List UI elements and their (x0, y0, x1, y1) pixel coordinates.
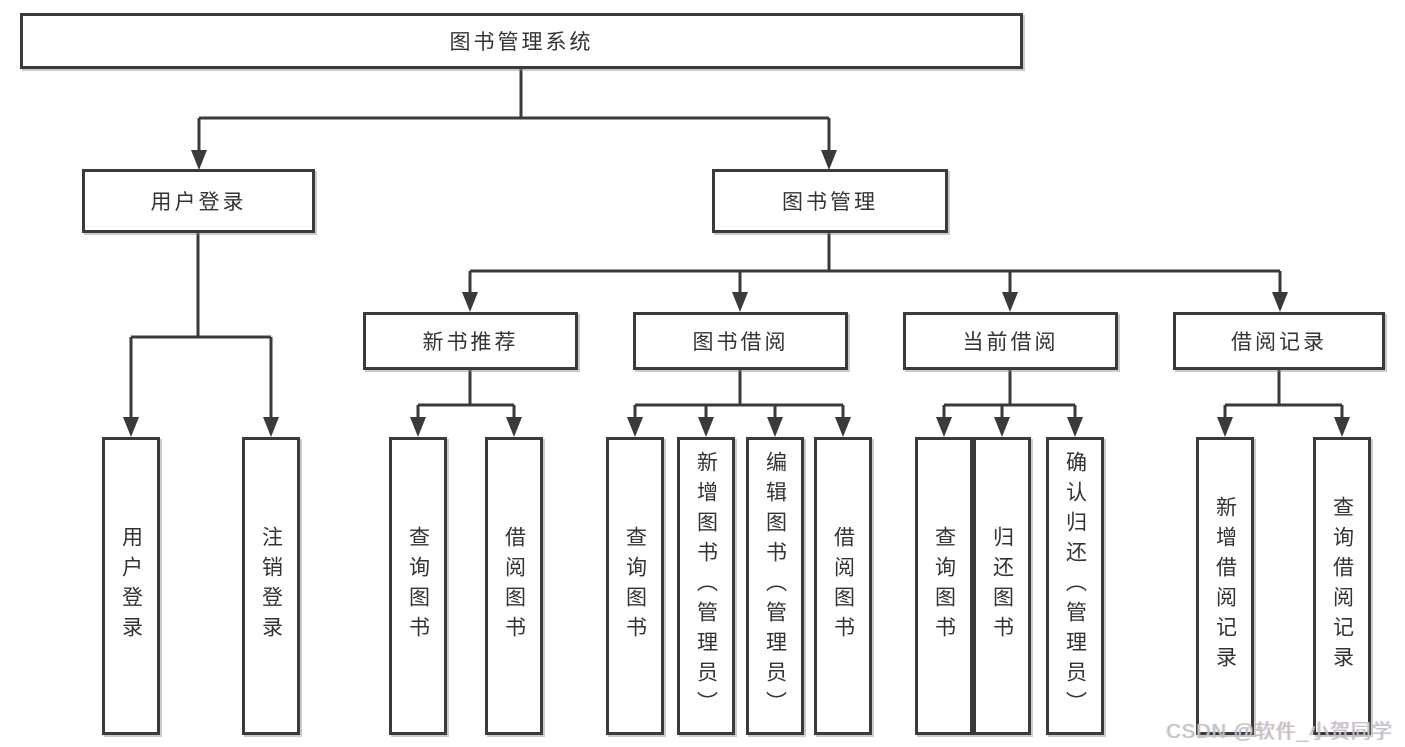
node-label: 归还图书 (990, 526, 1014, 646)
node-label: 图书管理 (782, 191, 878, 214)
node-label: 当前借阅 (962, 331, 1059, 354)
leaf-current-return-books: 归还图书 (973, 437, 1031, 735)
node-label: 注销登录 (259, 526, 283, 646)
node-borrow-records: 借阅记录 (1173, 312, 1385, 370)
node-label: 查询图书 (932, 526, 956, 646)
csdn-watermark: CSDN @软件_小贺同学 (1166, 721, 1393, 743)
leaf-borrow-query-books: 查询图书 (606, 437, 664, 735)
node-label: 确认归还（管理员） (1063, 451, 1087, 721)
leaf-borrow-edit-books-admin: 编辑图书（管理员） (746, 437, 804, 735)
node-label: 用户登录 (119, 526, 143, 646)
leaf-newbook-borrow-books: 借阅图书 (485, 437, 543, 735)
node-label: 用户登录 (150, 191, 247, 214)
node-label: 借阅记录 (1231, 331, 1327, 354)
node-new-book-recommend: 新书推荐 (363, 312, 578, 370)
node-label: 查询借阅记录 (1330, 496, 1354, 676)
node-label: 查询图书 (623, 526, 647, 646)
node-user-login-group: 用户登录 (82, 169, 315, 233)
node-label: 图书借阅 (692, 331, 789, 354)
node-library-management-system: 图书管理系统 (20, 13, 1023, 69)
node-label: 查询图书 (406, 526, 430, 646)
node-label: 新书推荐 (422, 331, 519, 354)
leaf-records-query-borrow-record: 查询借阅记录 (1313, 437, 1371, 735)
node-label: 图书管理系统 (449, 31, 594, 54)
leaf-records-add-borrow-record: 新增借阅记录 (1196, 437, 1254, 735)
node-current-borrow: 当前借阅 (903, 312, 1118, 370)
leaf-borrow-borrow-books: 借阅图书 (814, 437, 872, 735)
node-label: 编辑图书（管理员） (763, 451, 787, 721)
node-label: 借阅图书 (502, 526, 526, 646)
leaf-borrow-add-books-admin: 新增图书（管理员） (677, 437, 735, 735)
leaf-user-login: 用户登录 (102, 437, 160, 735)
node-book-borrow: 图书借阅 (633, 312, 848, 370)
node-book-management-group: 图书管理 (712, 169, 948, 233)
leaf-newbook-query-books: 查询图书 (389, 437, 447, 735)
leaf-logout: 注销登录 (242, 437, 300, 735)
leaf-current-confirm-return-admin: 确认归还（管理员） (1046, 437, 1104, 735)
leaf-current-query-books: 查询图书 (915, 437, 973, 735)
node-label: 新增借阅记录 (1213, 496, 1237, 676)
node-label: 新增图书（管理员） (694, 451, 718, 721)
node-label: 借阅图书 (831, 526, 855, 646)
